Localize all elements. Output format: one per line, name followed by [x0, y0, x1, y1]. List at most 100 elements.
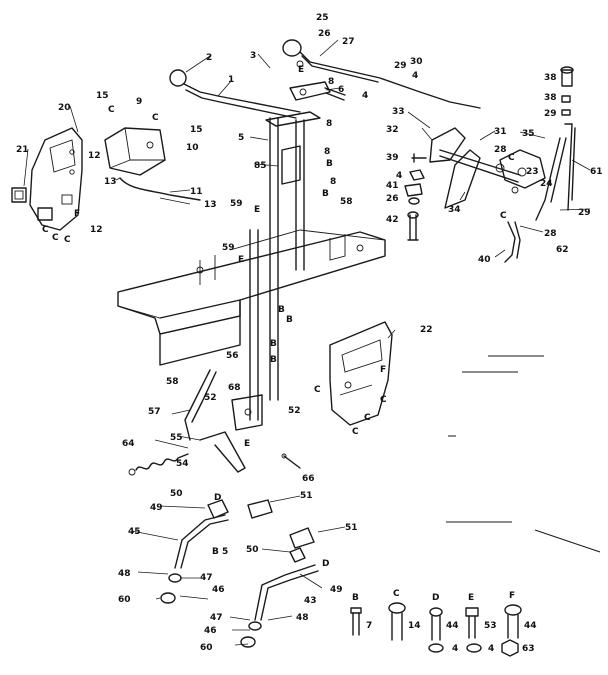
callout-1: 1 [228, 75, 234, 85]
callout-25: 25 [316, 13, 329, 23]
legend-number-b: 7 [366, 621, 372, 631]
callout-62: 62 [556, 245, 569, 255]
callout-35: 35 [522, 129, 535, 139]
callout-C10: C [364, 413, 371, 423]
callout-C6: C [52, 233, 59, 243]
callout-F1: F [74, 209, 80, 219]
callout-15a: 15 [96, 91, 109, 101]
callout-2: 2 [206, 53, 212, 63]
callout-10: 10 [186, 143, 199, 153]
callout-46: 46 [212, 585, 225, 595]
callout-11: 11 [190, 187, 203, 197]
throttle-knob-rod [282, 39, 481, 109]
callout-labels: 25 26 27 2 3 1 E 8 6 4 29 30 4 33 32 31 … [16, 13, 603, 653]
callout-52b: 52 [288, 406, 301, 416]
callout-6: 6 [338, 85, 344, 95]
callout-B2: B [322, 189, 329, 199]
border-dashes [446, 355, 601, 553]
callout-C3: C [108, 105, 115, 115]
callout-60a: 60 [118, 595, 131, 605]
callout-B4: B [286, 315, 293, 325]
legend-number-c: 14 [408, 621, 421, 631]
legend-letter-b: B [352, 593, 359, 603]
callout-64: 64 [122, 439, 135, 449]
callout-30: 30 [410, 57, 423, 67]
callout-54: 54 [176, 459, 189, 469]
callout-52a: 52 [204, 393, 217, 403]
callout-4c: 4 [396, 171, 402, 181]
callout-28a: 28 [494, 145, 507, 155]
callout-40: 40 [478, 255, 491, 265]
callout-C9: C [380, 395, 387, 405]
side-plate-22 [329, 321, 393, 426]
callout-D1: D [214, 493, 221, 503]
callout-38a: 38 [544, 73, 557, 83]
bracket-21 [11, 187, 27, 203]
callout-D2: D [322, 559, 329, 569]
callout-32: 32 [386, 125, 399, 135]
callout-60b: 60 [200, 643, 213, 653]
callout-49a: 49 [150, 503, 163, 513]
legend-number-d: 44 [446, 621, 459, 631]
callout-21: 21 [16, 145, 29, 155]
callout-C2: C [500, 211, 507, 221]
callout-13b: 13 [204, 200, 217, 210]
callout-58b: 58 [166, 377, 179, 387]
callout-9a: 9 [136, 97, 142, 107]
callout-23: 23 [526, 167, 539, 177]
pin-66 [281, 453, 301, 469]
callout-31: 31 [494, 127, 507, 137]
washer-label-2: 4 [488, 644, 494, 654]
callout-C1: C [508, 153, 515, 163]
callout-47a: 47 [200, 573, 213, 583]
linkage-hardware-39-42 [404, 153, 427, 241]
callout-59a: 59 [230, 199, 243, 209]
callout-leaders [23, 39, 591, 646]
callout-13a: 13 [104, 177, 117, 187]
callout-48a: 48 [118, 569, 131, 579]
legend-letter-e: E [468, 593, 474, 603]
legend-letter-d: D [432, 593, 439, 603]
callout-12b: 12 [90, 225, 103, 235]
callout-12a: 12 [88, 151, 101, 161]
callout-B85: B 5 [212, 547, 228, 557]
callout-68: 68 [228, 383, 241, 393]
callout-45: 45 [128, 527, 141, 537]
callout-39: 39 [386, 153, 399, 163]
side-plate-20 [29, 127, 83, 231]
callout-5: 5 [238, 133, 244, 143]
callout-B6: B [270, 355, 277, 365]
mower-lift-assembly [429, 123, 576, 263]
lower-linkage [128, 369, 263, 476]
callout-B3: B [278, 305, 285, 315]
callout-50a: 50 [170, 489, 183, 499]
callout-47b: 47 [210, 613, 223, 623]
callout-56a: 56 [226, 351, 239, 361]
callout-24: 24 [540, 179, 553, 189]
callout-22: 22 [420, 325, 433, 335]
callout-27: 27 [342, 37, 355, 47]
callout-50b: 50 [246, 545, 259, 555]
callout-29c: 29 [578, 208, 591, 218]
callout-E4: E [244, 439, 250, 449]
callout-C7: C [64, 235, 71, 245]
callout-51a: 51 [300, 491, 313, 501]
callout-E1: E [298, 65, 304, 75]
callout-61: 61 [590, 167, 603, 177]
callout-4b: 4 [412, 71, 418, 81]
callout-58a: 58 [340, 197, 353, 207]
callout-C11: C [352, 427, 359, 437]
lever-43 [240, 527, 319, 648]
callout-66: 66 [302, 474, 315, 484]
callout-28b: 28 [544, 229, 557, 239]
pin-stack-38 [560, 66, 574, 116]
legend-letter-c: C [393, 589, 400, 599]
callout-8a: 8 [328, 77, 334, 87]
callout-E2: E [254, 205, 260, 215]
callout-C4: C [152, 113, 159, 123]
callout-8c: 8 [324, 147, 330, 157]
callout-29a: 29 [394, 61, 407, 71]
callout-59b: 59 [222, 243, 235, 253]
washer-label-1: 4 [452, 644, 458, 654]
